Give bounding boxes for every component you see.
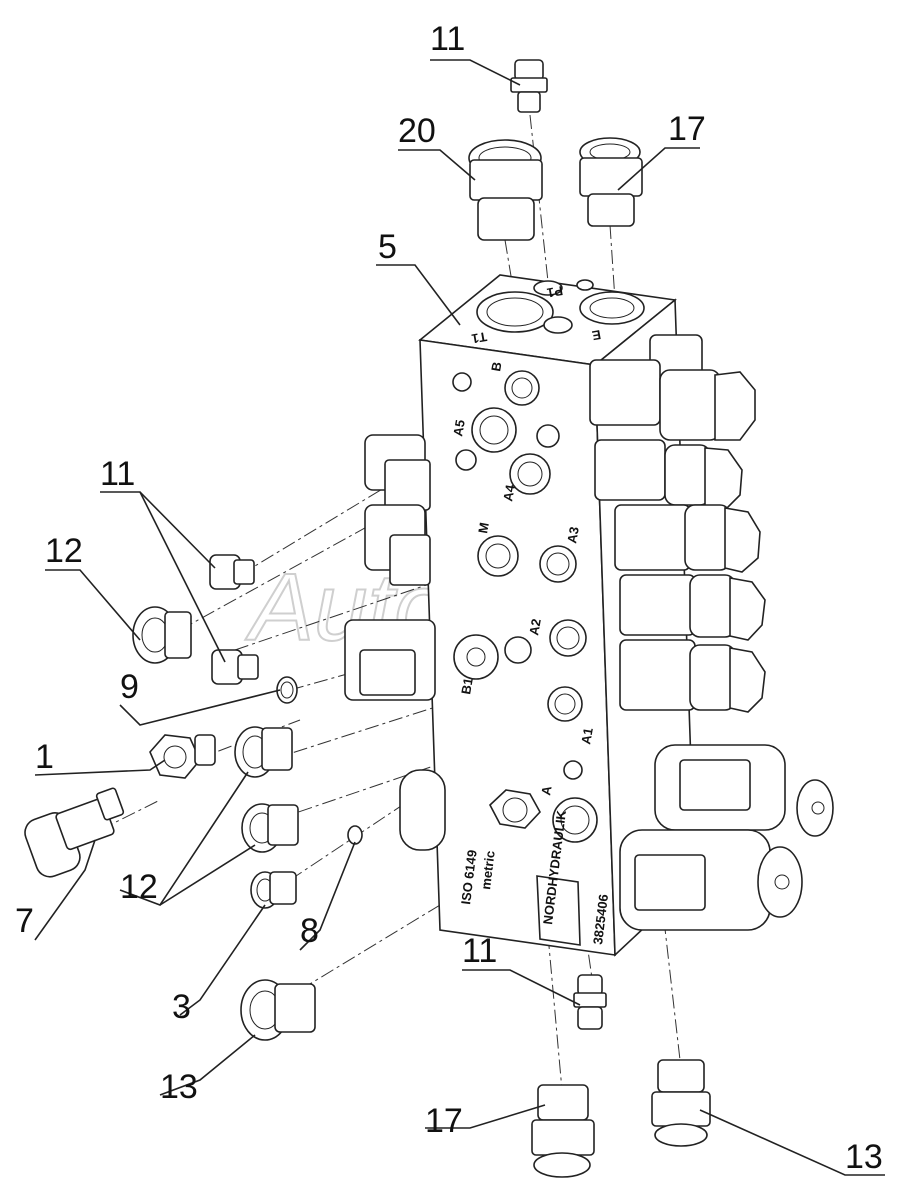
- port-label-P1: P1: [546, 283, 564, 301]
- port-label-A1: A1: [578, 727, 596, 746]
- callout-numbers: 11 20 17 5 11 12 9 1 7 12 8 3 13 11 17 1…: [15, 20, 883, 1176]
- callout-11-left: 11: [100, 455, 135, 493]
- solenoid-2: [594, 439, 743, 511]
- fitting-13-left: [240, 979, 316, 1041]
- solenoid-6: [654, 744, 834, 837]
- fitting-17-bottom: [531, 1084, 595, 1178]
- callout-12-upper: 12: [45, 532, 83, 570]
- port-label-A5: A5: [450, 419, 468, 438]
- callout-9: 9: [120, 668, 139, 706]
- fitting-12-left-upper: [132, 606, 192, 664]
- solenoid-3: [614, 504, 761, 573]
- solenoid-7: [619, 829, 803, 931]
- port-label-M: M: [475, 521, 492, 534]
- callout-11-top: 11: [430, 20, 465, 58]
- fitting-11-left-upper: [209, 554, 255, 590]
- callout-17-bottom: 17: [425, 1102, 463, 1140]
- fitting-11-bottom: [573, 974, 607, 1030]
- fitting-12-lower: [241, 803, 299, 853]
- solenoid-5: [619, 639, 766, 713]
- fitting-11-left-lower: [211, 649, 259, 685]
- port-label-E: E: [591, 327, 602, 343]
- port-label-T1: T1: [471, 329, 489, 346]
- fitting-13-bottom: [651, 1059, 711, 1147]
- callout-7: 7: [15, 902, 34, 940]
- solenoid-coils-left: [344, 434, 446, 851]
- nut-1: [149, 734, 216, 779]
- port-label-B1: B1: [458, 677, 476, 696]
- fitting-20-top: [468, 139, 543, 241]
- fitting-3: [250, 871, 297, 909]
- sensor-7: [24, 787, 125, 878]
- callout-11-bottom: 11: [462, 932, 497, 970]
- port-label-B: B: [488, 361, 504, 373]
- solenoid-coils-right: [589, 334, 834, 931]
- fitting-17-top: [579, 137, 643, 227]
- port-label-A4: A4: [500, 483, 518, 503]
- callout-1: 1: [35, 738, 54, 776]
- o-ring-8: [347, 825, 363, 845]
- callout-8: 8: [300, 912, 319, 950]
- callout-3: 3: [172, 988, 191, 1026]
- fitting-11-top: [510, 59, 548, 113]
- callout-13-left: 13: [160, 1068, 198, 1106]
- callout-12-lower: 12: [120, 868, 158, 906]
- solenoid-4: [619, 574, 766, 641]
- block-standard-text: ISO 6149: [458, 849, 480, 905]
- port-label-A: A: [538, 784, 555, 796]
- port-label-A2: A2: [526, 618, 544, 637]
- callout-5: 5: [378, 228, 397, 266]
- block-serial-text: 3825406: [590, 893, 611, 945]
- callout-17-top: 17: [668, 110, 706, 148]
- fitting-12-middle: [234, 726, 293, 778]
- callout-20: 20: [398, 112, 436, 150]
- port-label-A3: A3: [564, 526, 582, 545]
- solenoid-1: [589, 334, 756, 441]
- callout-13-bottom: 13: [845, 1138, 883, 1176]
- callout-leaders: [34, 59, 885, 1176]
- block-metric-text: metric: [478, 850, 498, 891]
